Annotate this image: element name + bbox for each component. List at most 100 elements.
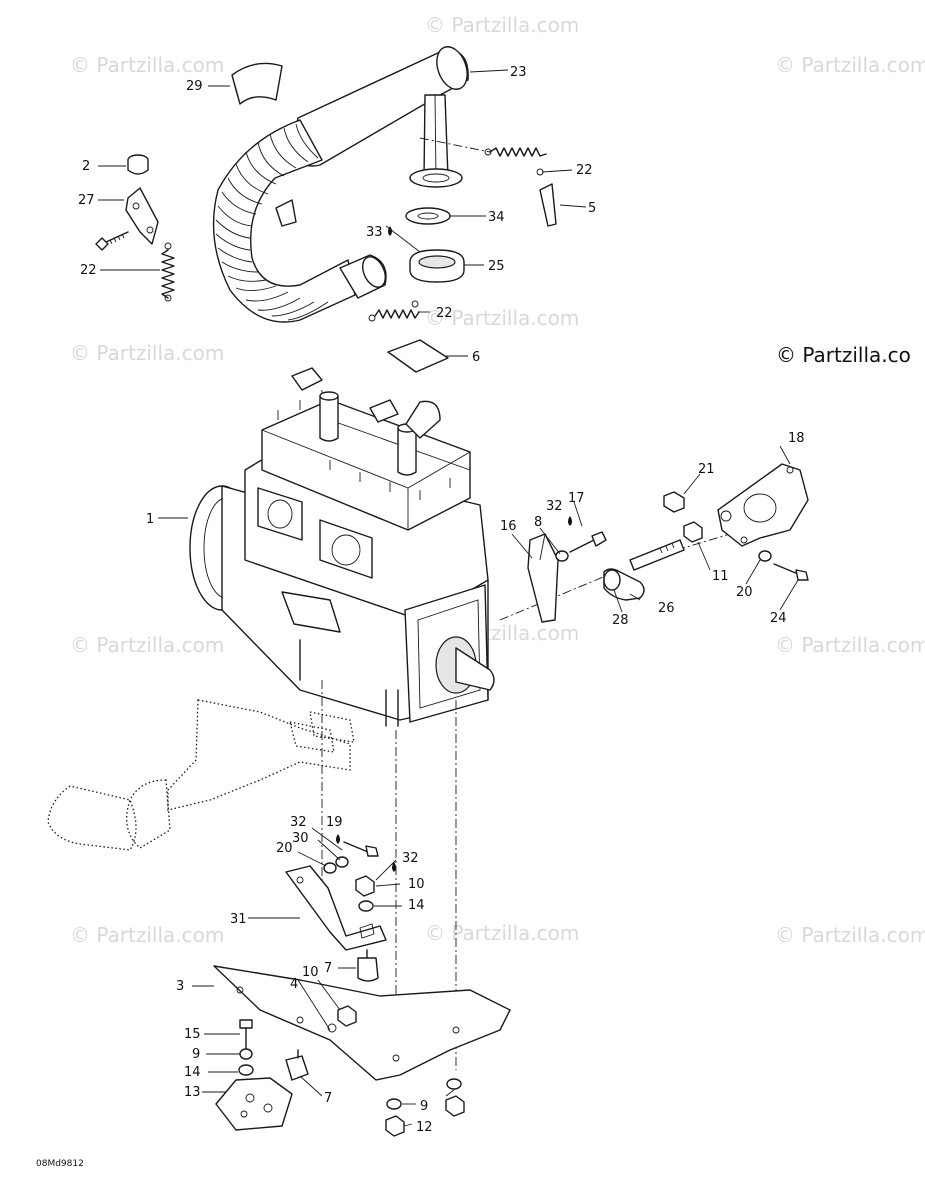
callout-14: 14 — [408, 898, 425, 913]
spring-part — [161, 242, 175, 302]
callout-labels: 29 23 2 27 22 22 5 33 34 25 22 6 1 16 8 … — [78, 65, 805, 1135]
bolt-part — [239, 1019, 253, 1049]
washer-part — [358, 900, 374, 912]
intake-manifold-reference — [47, 699, 355, 851]
callout-25: 25 — [488, 259, 505, 274]
callout-32: 32 — [290, 815, 307, 830]
callout-12: 12 — [416, 1120, 433, 1135]
watermark-text: © Partzilla.com — [775, 53, 925, 77]
nut-part — [355, 875, 375, 897]
bracket-part — [717, 463, 809, 547]
nut-part — [683, 521, 703, 543]
callout-4: 4 — [290, 977, 298, 992]
callout-15: 15 — [184, 1027, 201, 1042]
callout-31: 31 — [230, 912, 247, 927]
callout-23: 23 — [510, 65, 527, 80]
watermark-text: © Partzilla.com — [425, 921, 579, 945]
bolt-part — [95, 231, 129, 251]
callout-3: 3 — [176, 979, 184, 994]
callout-22: 22 — [80, 263, 97, 278]
callout-7: 7 — [324, 961, 332, 976]
callout-1: 1 — [146, 512, 154, 527]
drawing-code: 08Md9812 — [36, 1159, 84, 1169]
callout-18: 18 — [788, 431, 805, 446]
callout-13: 13 — [184, 1085, 201, 1100]
spacer-part — [603, 568, 645, 601]
copyright-text: © Partzilla.co — [776, 343, 911, 367]
callout-14: 14 — [184, 1065, 201, 1080]
cradle-plate-part — [213, 965, 511, 1081]
support-bracket-part — [285, 865, 387, 951]
spring-part — [368, 300, 420, 322]
bolt-part — [343, 841, 379, 857]
callout-21: 21 — [698, 462, 715, 477]
washer-part — [386, 1098, 402, 1110]
watermark-text: © Partzilla.com — [70, 53, 224, 77]
washer-part — [239, 1048, 253, 1060]
callout-2: 2 — [82, 159, 90, 174]
callout-6: 6 — [472, 350, 480, 365]
callout-8: 8 — [534, 515, 542, 530]
rubber-mount-part — [357, 949, 379, 982]
callout-34: 34 — [488, 210, 505, 225]
callout-32: 32 — [546, 499, 563, 514]
washer-part — [238, 1064, 254, 1076]
callout-29: 29 — [186, 79, 203, 94]
callout-5: 5 — [588, 201, 596, 216]
washer-part — [555, 550, 569, 562]
nut-part — [337, 1005, 357, 1027]
callout-10: 10 — [302, 965, 319, 980]
nut-part — [663, 491, 685, 513]
callout-28: 28 — [612, 613, 629, 628]
callout-17: 17 — [568, 491, 585, 506]
heat-shield-part — [231, 62, 283, 105]
watermarks: © Partzilla.com © Partzilla.com © Partzi… — [70, 13, 925, 947]
callout-9: 9 — [420, 1099, 428, 1114]
watermark-text: © Partzilla.com — [775, 923, 925, 947]
nut-part — [385, 1115, 405, 1137]
washer-part — [323, 862, 337, 874]
callout-22: 22 — [576, 163, 593, 178]
grommet-part — [409, 249, 465, 283]
washer-part — [446, 1078, 462, 1090]
bolt-part — [773, 563, 809, 581]
tuned-pipe-part — [212, 46, 469, 323]
callout-32: 32 — [402, 851, 419, 866]
knob-part — [127, 154, 149, 175]
engine-part — [189, 367, 495, 727]
washer-part — [758, 550, 772, 562]
callout-22: 22 — [436, 306, 453, 321]
watermark-text: © Partzilla.com — [425, 306, 579, 330]
watermark-text: © Partzilla.com — [425, 13, 579, 37]
callout-20: 20 — [276, 841, 293, 856]
bracket-part — [125, 187, 159, 245]
spring-part — [484, 147, 547, 176]
watermark-text: © Partzilla.com — [70, 923, 224, 947]
clip-part — [539, 183, 557, 227]
mount-plate-part — [527, 533, 559, 623]
pad-part — [387, 339, 449, 373]
callout-33: 33 — [366, 225, 383, 240]
callout-19: 19 — [326, 815, 343, 830]
callout-30: 30 — [292, 831, 309, 846]
callout-11: 11 — [712, 569, 729, 584]
callout-26: 26 — [658, 601, 675, 616]
callout-24: 24 — [770, 611, 787, 626]
bolt-part — [569, 531, 607, 553]
lubricant-icon — [336, 226, 572, 872]
leader-lines — [98, 69, 799, 1127]
callout-10: 10 — [408, 877, 425, 892]
watermark-text: © Partzilla.com — [775, 633, 925, 657]
callout-7: 7 — [324, 1091, 332, 1106]
callout-9: 9 — [192, 1047, 200, 1062]
callout-16: 16 — [500, 519, 517, 534]
mount-bracket-part — [215, 1077, 293, 1131]
rubber-mount-part — [285, 1049, 309, 1081]
watermark-text: © Partzilla.com — [70, 633, 224, 657]
nut-part — [445, 1095, 465, 1117]
callout-20: 20 — [736, 585, 753, 600]
callout-27: 27 — [78, 193, 95, 208]
watermark-text: © Partzilla.com — [70, 341, 224, 365]
shaft-bolt-part — [629, 539, 685, 571]
